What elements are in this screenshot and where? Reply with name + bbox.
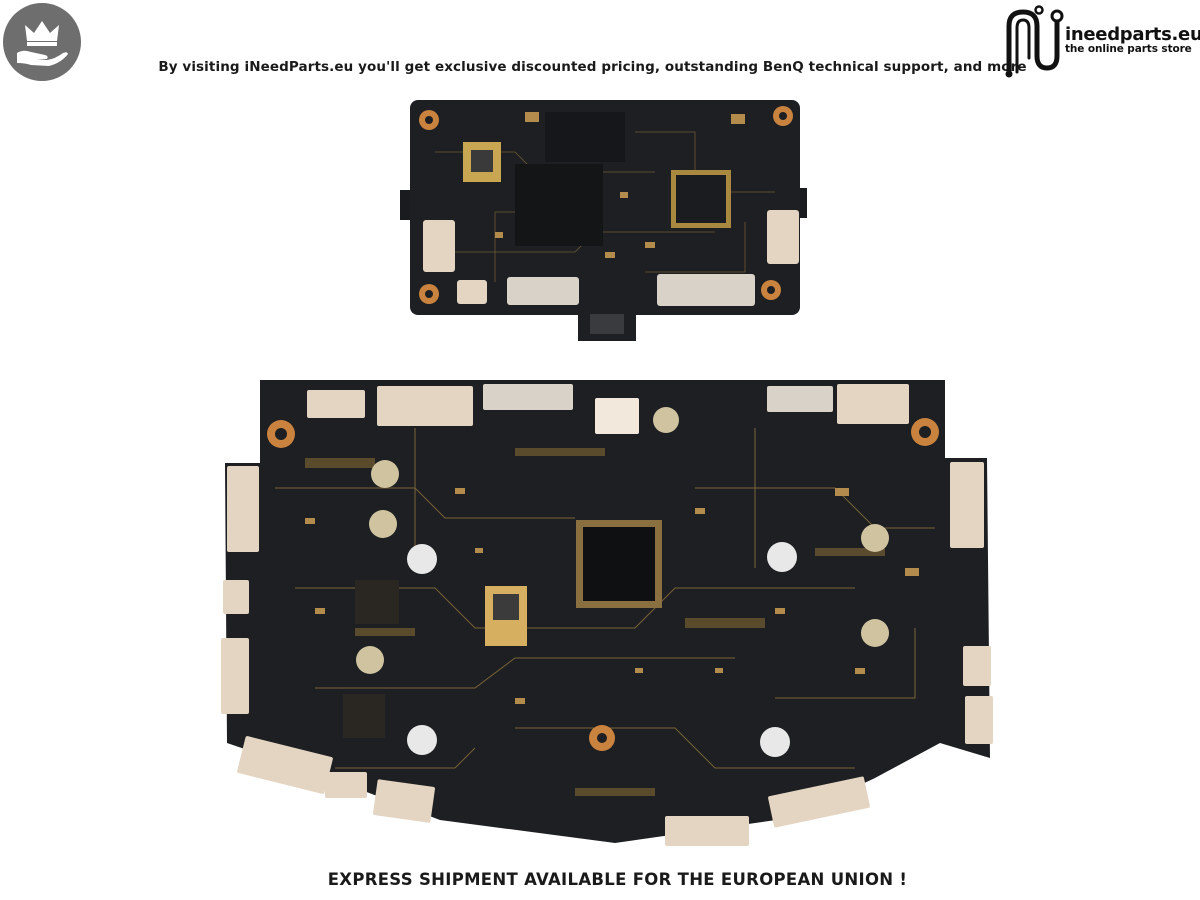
crown-hand-badge [3,3,81,81]
ineedparts-logo[interactable]: ineedparts.eu the online parts store [1003,2,1200,78]
ineedparts-logo-icon [1005,5,1064,78]
logo-name: ineedparts.eu [1065,24,1200,45]
circuit-board-large [221,380,993,846]
crown-hand-icon [17,21,68,66]
logo-tagline: the online parts store [1065,43,1192,55]
circuit-board-small [400,100,807,341]
promo-banner: By visiting iNeedParts.eu you'll get exc… [158,59,1027,75]
shipping-banner: EXPRESS SHIPMENT AVAILABLE FOR THE EUROP… [327,870,908,889]
